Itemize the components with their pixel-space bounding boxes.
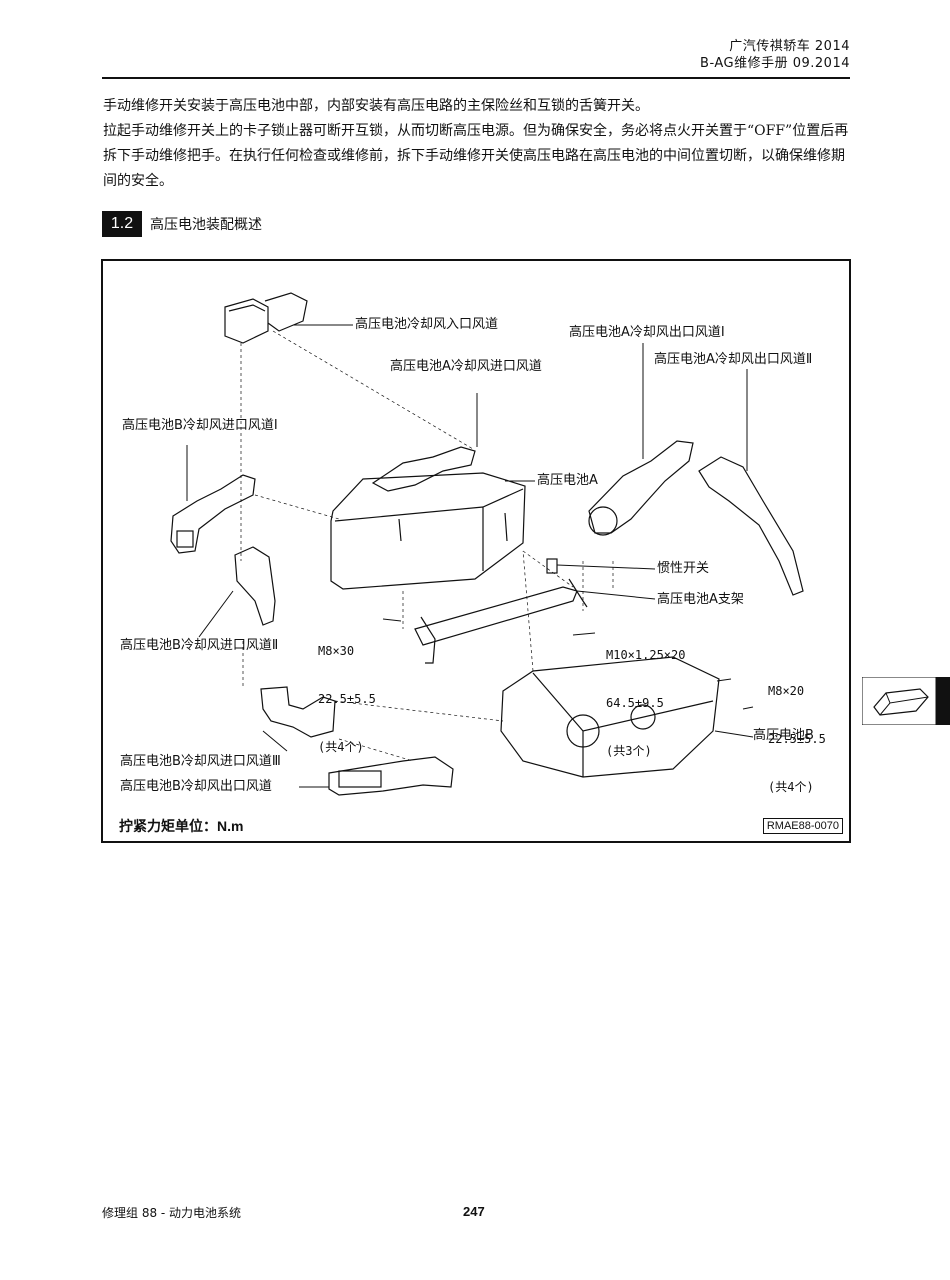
spec-bolt-right-size: M8×20 (768, 684, 805, 698)
intro-paragraph-1: 手动维修开关安装于高压电池中部，内部安装有高压电路的主保险丝和互锁的舌簧开关。 (103, 98, 649, 114)
inertia-switch-shape (546, 558, 558, 574)
label-b-inlet-1: 高压电池B冷却风进口风道Ⅰ (122, 418, 278, 433)
a-bracket-shape (414, 586, 578, 646)
battery-a-shape (330, 472, 526, 590)
torque-unit-note: 拧紧力矩单位：N.m (119, 818, 244, 834)
spec-bolt-left: M8×30 22.5±5.5 (共4个) (318, 611, 376, 787)
label-battery-b: 高压电池B (753, 728, 814, 743)
spec-bolt-right-qty: (共4个) (768, 780, 814, 794)
section-number: 1.2 (102, 211, 142, 237)
label-b-inlet-2: 高压电池B冷却风进口风道Ⅱ (120, 638, 279, 653)
label-battery-a: 高压电池A (537, 473, 598, 488)
label-inertia-switch: 惯性开关 (657, 561, 710, 576)
spec-bolt-mid-size: M10×1.25×20 (606, 648, 686, 662)
battery-b-shape (500, 656, 720, 778)
spec-bolt-mid: M10×1.25×20 64.5±9.5 (共3个) (606, 615, 685, 791)
exploded-view-drawing (170, 292, 804, 796)
a-outlet-duct-1-shape (588, 440, 694, 534)
header-rule (102, 77, 850, 79)
a-outlet-duct-2-shape (698, 456, 804, 596)
intro-text: 手动维修开关安装于高压电池中部，内部安装有高压电路的主保险丝和互锁的舌簧开关。 … (103, 94, 853, 194)
header-title: 广汽传祺轿车 2014 (729, 39, 850, 54)
spec-bolt-left-size: M8×30 (318, 644, 355, 658)
label-a-inlet: 高压电池A冷却风进口风道 (390, 359, 542, 374)
b-inlet-duct-1-shape (170, 474, 256, 554)
label-b-inlet-3: 高压电池B冷却风进口风道Ⅲ (120, 754, 281, 769)
label-b-inlet-top: 高压电池冷却风入口风道 (355, 317, 499, 332)
b-inlet-duct-3-shape (260, 686, 336, 738)
header: 广汽传祺轿车 2014 B-AG维修手册 09.2014 (700, 38, 850, 72)
spec-bolt-right: M8×20 22.5±5.5 (共4个) (768, 651, 826, 827)
b-inlet-duct-2-shape (234, 546, 276, 626)
a-inlet-duct-shape (371, 446, 476, 492)
label-b-outlet: 高压电池B冷却风出口风道 (120, 779, 272, 794)
intro-paragraph-2: 拉起手动维修开关上的卡子锁止器可断开互锁，从而切断高压电源。但为确保安全，务必将… (103, 123, 849, 189)
inlet-duct-shape (224, 292, 308, 344)
label-a-bracket: 高压电池A支架 (657, 592, 744, 607)
battery-thumbnail-icon (861, 676, 937, 726)
figure-code: RMAE88-0070 (762, 818, 843, 834)
footer-section: 修理组 88 - 动力电池系统 (102, 1206, 242, 1220)
spec-bolt-left-qty: (共4个) (318, 740, 364, 754)
label-a-outlet-2: 高压电池A冷却风出口风道Ⅱ (654, 352, 813, 367)
label-a-outlet-1: 高压电池A冷却风出口风道Ⅰ (569, 325, 725, 340)
assembly-figure: 高压电池冷却风入口风道 高压电池A冷却风出口风道Ⅰ 高压电池A冷却风出口风道Ⅱ … (101, 259, 851, 843)
page-number: 247 (463, 1204, 485, 1219)
spec-bolt-mid-torque: 64.5±9.5 (606, 696, 664, 710)
section-title: 高压电池装配概述 (150, 217, 262, 233)
header-manual: B-AG维修手册 09.2014 (700, 56, 850, 71)
section-heading: 1.2 高压电池装配概述 (102, 211, 262, 237)
chapter-tab (861, 676, 950, 726)
spec-bolt-left-torque: 22.5±5.5 (318, 692, 376, 706)
b-outlet-duct-shape (328, 756, 454, 796)
spec-bolt-mid-qty: (共3个) (606, 744, 652, 758)
spec-bolt-right-torque: 22.5±5.5 (768, 732, 826, 746)
